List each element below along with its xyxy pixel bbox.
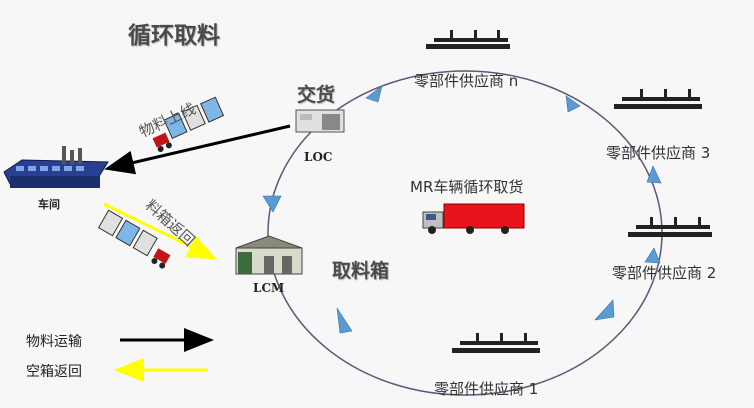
loc-building-icon xyxy=(295,109,345,133)
loop-arrow-icon xyxy=(594,299,615,321)
page-title: 循环取料 xyxy=(128,23,220,49)
supplier-1-label: 零部件供应商 1 xyxy=(434,380,539,398)
loop-arrow-icon xyxy=(565,95,581,113)
empty-return-arrow xyxy=(103,202,218,260)
mr-truck-icon xyxy=(422,203,525,234)
supplier-2-factory-icon xyxy=(628,217,712,237)
workshop-label: 车间 xyxy=(38,198,60,211)
lcm-label: LCM xyxy=(253,281,285,295)
supplier-3-label: 零部件供应商 3 xyxy=(606,144,711,162)
loop-arrow-icon xyxy=(365,85,383,103)
legend-return-label: 空箱返回 xyxy=(26,364,82,380)
tractor-train-lower-icon xyxy=(97,209,171,269)
supplier-n-label: 零部件供应商 n xyxy=(414,72,519,90)
tractor-train-upper-icon xyxy=(152,96,225,152)
loop-arrow-icon xyxy=(262,195,282,213)
mr-center-label: MR车辆循环取货 xyxy=(410,178,524,196)
loc-label: LOC xyxy=(304,150,333,164)
supplier-1-factory-icon xyxy=(452,333,540,353)
supplier-n-factory-icon xyxy=(426,30,510,49)
supplier-2-label: 零部件供应商 2 xyxy=(612,264,717,282)
legend-transport-label: 物料运输 xyxy=(26,334,82,350)
loop-arrow-icon xyxy=(646,165,662,184)
loop-arrow-icon xyxy=(336,307,353,334)
workshop-factory-icon xyxy=(3,146,109,188)
pickup-box-label: 取料箱 xyxy=(332,260,390,282)
loop-arrow-icon xyxy=(644,247,661,264)
delivery-label: 交货 xyxy=(297,84,336,106)
supplier-3-factory-icon xyxy=(614,89,702,109)
material-transport-arrow xyxy=(104,124,291,175)
lcm-warehouse-icon xyxy=(235,235,303,275)
